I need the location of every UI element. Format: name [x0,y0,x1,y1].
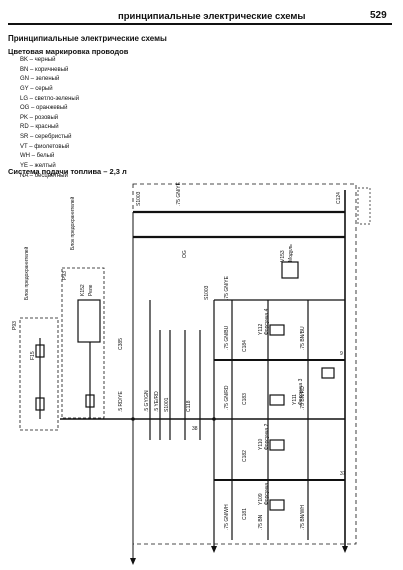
header-title: принципиальные электрические схемы [118,11,306,22]
legend-item: LG – светло-зеленый [20,95,80,102]
legend-item: GN – зеленый [20,76,60,83]
module-label-box [357,187,371,225]
lbl-y112: Y112 [258,323,264,335]
coil-1 [269,499,285,511]
legend-item: NA – бесцветный [20,172,68,179]
fuse-block-mid [61,267,105,419]
lbl-g6: .75 BN/BU [300,326,306,350]
relay-fuse [85,394,95,408]
junction-2 [131,417,135,421]
lbl-pin-p9: 9 [340,351,343,357]
arrow-1 [130,558,136,565]
lbl-c184: C184 [242,340,248,352]
lbl-relay-desc: Реле [88,284,94,296]
fuse-block-left [19,317,59,431]
lbl-c183: C183 [242,393,248,405]
lbl-w4: S1001 [164,397,170,412]
legend-title: Цветовая маркировка проводов [8,47,129,56]
lbl-g5: .75 BN/WH [300,505,306,530]
ground-box [321,367,335,379]
lbl-c181: C181 [242,508,248,520]
lbl-p93-left-desc: Блок предохранителей [23,246,30,300]
lbl-s1003: S1003 [136,191,142,206]
legend-item: BK – черный [20,57,56,63]
harness-frame [132,183,357,545]
lbl-fuse-f15: F15 [30,351,36,360]
lbl-g2: .75 BN/RD [300,386,306,410]
lbl-g4: .75 BN [258,514,264,530]
legend-item: PK – розовый [20,114,59,121]
legend-item: GY – серый [20,85,53,92]
lbl-p93-mid: P93 [62,271,68,280]
lbl-c182: C182 [242,450,248,462]
junction-1 [212,417,216,421]
lbl-y110: Y110 [258,438,264,450]
lbl-top-gn: .75 GN/YE [176,181,182,206]
lbl-og: OG [182,250,188,258]
legend-item: SR – серебристый [20,134,72,141]
legend-item: OG – оранжевый [20,105,68,112]
coil-2 [269,439,285,451]
fuse-left-2 [35,397,45,411]
fuse-left [35,344,45,358]
lbl-w2: .5 GY/GN [144,390,150,412]
coil-4 [269,324,285,336]
lbl-p93-mid-desc: Блок предохранителей [69,196,76,250]
legend-item: YE – желтый [20,163,56,170]
module-box [281,261,299,279]
legend-item: VT – фиолетовый [20,143,70,150]
lbl-c124: C124 [336,192,342,204]
diagram-title: Система подачи топлива – 2,3 л [8,167,127,176]
lbl-pin-p37: 37 [340,471,346,477]
arrow-3 [342,546,348,553]
lbl-pin-p38: 38 [192,426,198,432]
lbl-g1: .75 GN/WH [224,504,230,530]
lbl-k152: K152 [80,284,86,296]
lbl-v153-desc: Модуль [288,244,294,262]
lbl-y112-desc: Форсунка 4 [264,308,270,335]
lbl-w8: S1003 [204,285,210,300]
lbl-p93-left: P93 [12,321,18,330]
legend-item: RD – красный [20,124,59,131]
lbl-g3: .75 GN/RD [224,385,230,410]
lbl-w1: .5 RD/YE [118,390,124,412]
relay-box [77,299,101,343]
coil-3 [269,394,285,406]
legend-item: BN – коричневый [20,66,69,73]
lbl-y109-desc: Форсунка 1 [264,478,270,505]
lbl-w7: C118 [186,400,192,412]
lbl-y110-desc: Форсунка 2 [264,423,270,450]
lbl-g7: .75 GN/BU [224,325,230,350]
lbl-y111-desc: Форсунка 3 [298,378,304,405]
page-number: 529 [370,10,387,21]
section-title: Принципиальные электрические схемы [8,34,167,43]
page-header: принципиальные электрические схемы 529 [0,0,403,25]
legend-item: WH – белый [20,153,55,160]
lbl-c385: C385 [118,338,124,350]
lbl-w5: .75 GN/YE [224,275,230,300]
lbl-v153: V153 [280,250,286,262]
lbl-w3: .5 YE/RD [154,391,160,412]
lbl-y111: Y111 [292,394,298,405]
lbl-y109: Y109 [258,493,264,505]
arrow-2 [211,546,217,553]
header-rule [8,23,392,25]
